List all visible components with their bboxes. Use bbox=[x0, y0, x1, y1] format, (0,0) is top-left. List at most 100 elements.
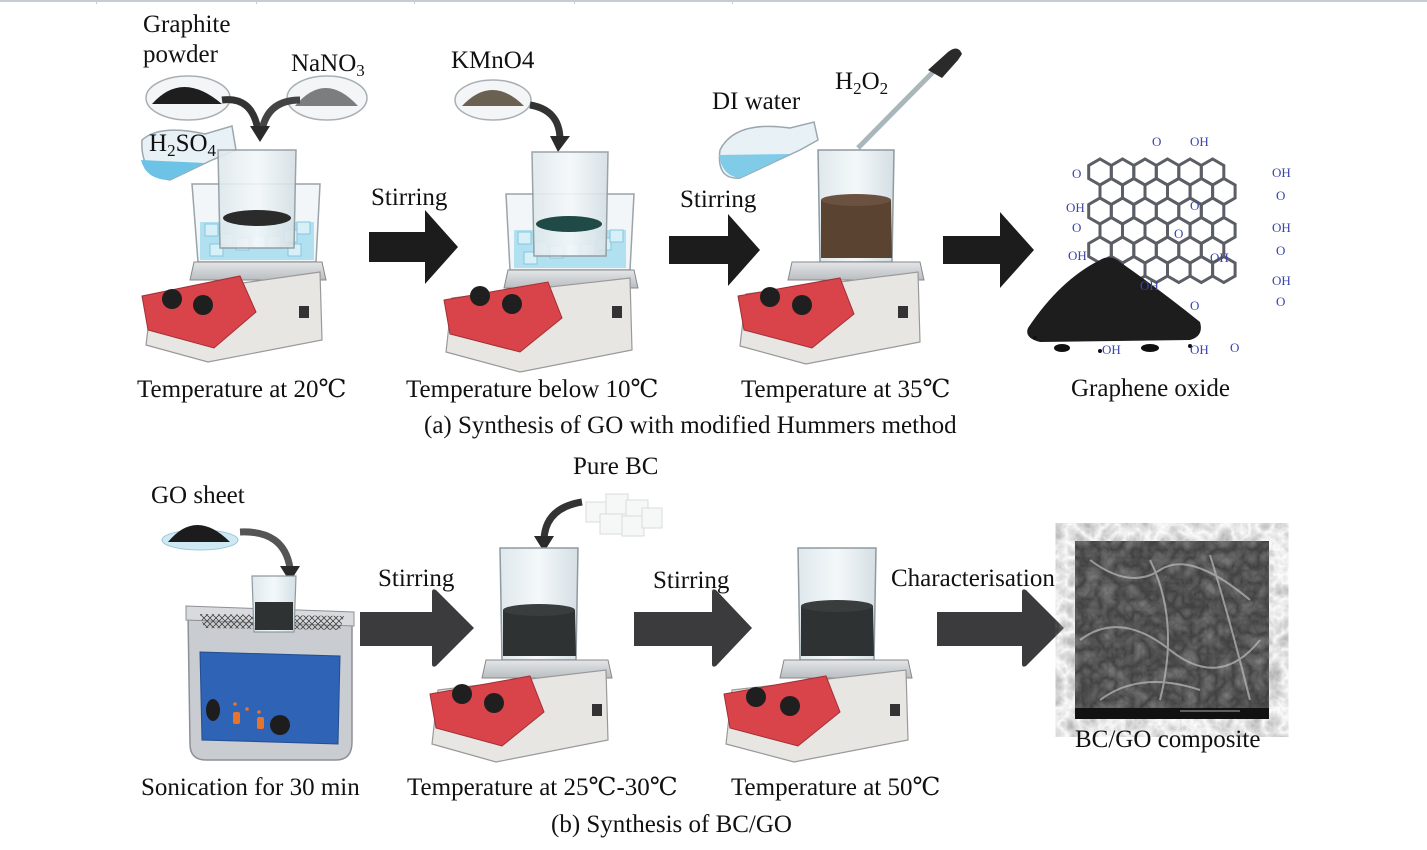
switch-icon bbox=[612, 306, 622, 318]
process-arrow-a2 bbox=[669, 214, 760, 286]
knob-icon bbox=[206, 699, 220, 721]
nano3-subscript: 3 bbox=[356, 61, 365, 80]
curved-arrow-icon bbox=[529, 101, 564, 141]
sem-micrograph-image bbox=[1075, 541, 1269, 719]
process-arrow-a3 bbox=[943, 212, 1034, 288]
step-a3-label: Temperature at 35℃ bbox=[741, 376, 951, 403]
functional-group-label: O bbox=[1230, 340, 1239, 355]
panel-b-caption: (b) Synthesis of BC/GO bbox=[551, 811, 792, 838]
knob-icon bbox=[484, 693, 504, 713]
switch-icon bbox=[592, 704, 602, 716]
knob-icon bbox=[162, 289, 182, 309]
nano3-petri-dish-icon bbox=[286, 75, 368, 121]
step-a2-label: Temperature below 10℃ bbox=[406, 376, 659, 403]
hotplate-stirrer-2 bbox=[443, 79, 639, 373]
functional-group-label: OH bbox=[1140, 278, 1159, 293]
step-a1-label: Temperature at 20℃ bbox=[137, 376, 347, 403]
graphene-hexagon bbox=[1211, 254, 1237, 285]
knob-icon bbox=[270, 715, 290, 735]
curved-arrow-icon bbox=[540, 498, 583, 541]
functional-group-label: O bbox=[1276, 243, 1285, 258]
functional-group-label: O bbox=[1190, 198, 1199, 213]
knob-icon bbox=[760, 287, 780, 307]
knob-icon bbox=[746, 687, 766, 707]
functional-group-label: OH bbox=[1272, 165, 1291, 180]
pure-bc-label: Pure BC bbox=[573, 453, 659, 480]
hotplate-stirrer-b1 bbox=[429, 493, 663, 763]
functional-group-label: O bbox=[1072, 220, 1081, 235]
h2so4-part: SO bbox=[175, 130, 208, 157]
functional-group-label: OH bbox=[1066, 200, 1085, 215]
h2o2-part: O bbox=[861, 68, 880, 95]
nano3-base: NaNO bbox=[291, 50, 357, 77]
border-tick bbox=[414, 0, 415, 4]
process-arrow-a1 bbox=[369, 210, 458, 284]
arrow-b3-label: Characterisation bbox=[891, 565, 1055, 592]
functional-group-label: OH bbox=[1210, 250, 1229, 265]
process-arrow-b3 bbox=[937, 589, 1064, 667]
knob-icon bbox=[502, 294, 522, 314]
process-arrow-b1 bbox=[360, 589, 474, 667]
switch-icon bbox=[898, 306, 908, 318]
h2o2-sub: 2 bbox=[853, 79, 862, 98]
h2so4-sub: 4 bbox=[207, 141, 217, 160]
step-b1-label: Sonication for 30 min bbox=[141, 774, 360, 801]
graphite-label-line2: powder bbox=[143, 41, 218, 68]
functional-group-label: O bbox=[1174, 226, 1183, 241]
functional-group-label: O bbox=[1276, 188, 1285, 203]
h2o2-sub: 2 bbox=[879, 79, 889, 98]
curved-arrow-icon bbox=[239, 528, 294, 569]
top-border-line bbox=[0, 0, 1427, 4]
hotplate-stirrer-3 bbox=[718, 48, 962, 365]
functional-group-label: O bbox=[1152, 134, 1161, 149]
functional-group-label: OH bbox=[1102, 342, 1121, 357]
step-b4-label: BC/GO composite bbox=[1075, 726, 1261, 753]
di-water-flask-icon bbox=[718, 121, 819, 179]
kmno4-label: KMnO4 bbox=[451, 47, 535, 74]
switch-icon bbox=[257, 717, 264, 729]
arrow-b2-label: Stirring bbox=[653, 567, 730, 594]
process-arrow-b2 bbox=[634, 589, 752, 667]
switch-icon bbox=[233, 712, 240, 724]
step-b2-label: Temperature at 25℃-30℃ bbox=[407, 774, 678, 801]
graphite-label-line1: Graphite bbox=[143, 11, 231, 38]
h2o2-part: H bbox=[835, 68, 854, 95]
h2so4-label: H2SO4 bbox=[149, 130, 216, 159]
functional-group-label: OH bbox=[1068, 248, 1087, 263]
border-tick bbox=[732, 0, 733, 4]
knob-icon bbox=[452, 684, 472, 704]
functional-group-label: O bbox=[1190, 298, 1199, 313]
knob-icon bbox=[470, 286, 490, 306]
border-tick bbox=[574, 0, 575, 4]
border-tick bbox=[256, 0, 257, 4]
dropper-icon bbox=[856, 48, 962, 150]
functional-group-label: OH bbox=[1190, 134, 1209, 149]
go-sheet-petri-dish-icon bbox=[161, 525, 239, 551]
arrow-a1-label: Stirring bbox=[371, 184, 448, 211]
border-tick bbox=[96, 0, 97, 4]
graphene-hexagon bbox=[1166, 254, 1192, 285]
functional-group-label: O bbox=[1072, 166, 1081, 181]
panel-a-caption: (a) Synthesis of GO with modified Hummer… bbox=[424, 412, 957, 439]
graphite-petri-dish-icon bbox=[145, 75, 231, 121]
curved-arrow-icon bbox=[258, 96, 301, 131]
arrow-b1-label: Stirring bbox=[378, 565, 455, 592]
h2so4-part: H bbox=[149, 130, 168, 157]
di-water-label: DI water bbox=[712, 88, 801, 115]
graphene-oxide-structure bbox=[1027, 157, 1237, 353]
functional-group-label: OH bbox=[1190, 342, 1209, 357]
knob-icon bbox=[193, 295, 213, 315]
knob-icon bbox=[780, 696, 800, 716]
switch-icon bbox=[299, 306, 309, 318]
hotplate-stirrer-b2 bbox=[723, 547, 913, 763]
switch-icon bbox=[890, 704, 900, 716]
knob-icon bbox=[792, 295, 812, 315]
step-b3-label: Temperature at 50℃ bbox=[731, 774, 941, 801]
arrow-a2-label: Stirring bbox=[680, 186, 757, 213]
step-a4-label: Graphene oxide bbox=[1071, 375, 1230, 402]
functional-group-label: OH bbox=[1272, 273, 1291, 288]
h2so4-sub: 2 bbox=[167, 141, 176, 160]
curved-arrow-icon bbox=[221, 96, 262, 131]
h2o2-label: H2O2 bbox=[835, 68, 888, 97]
